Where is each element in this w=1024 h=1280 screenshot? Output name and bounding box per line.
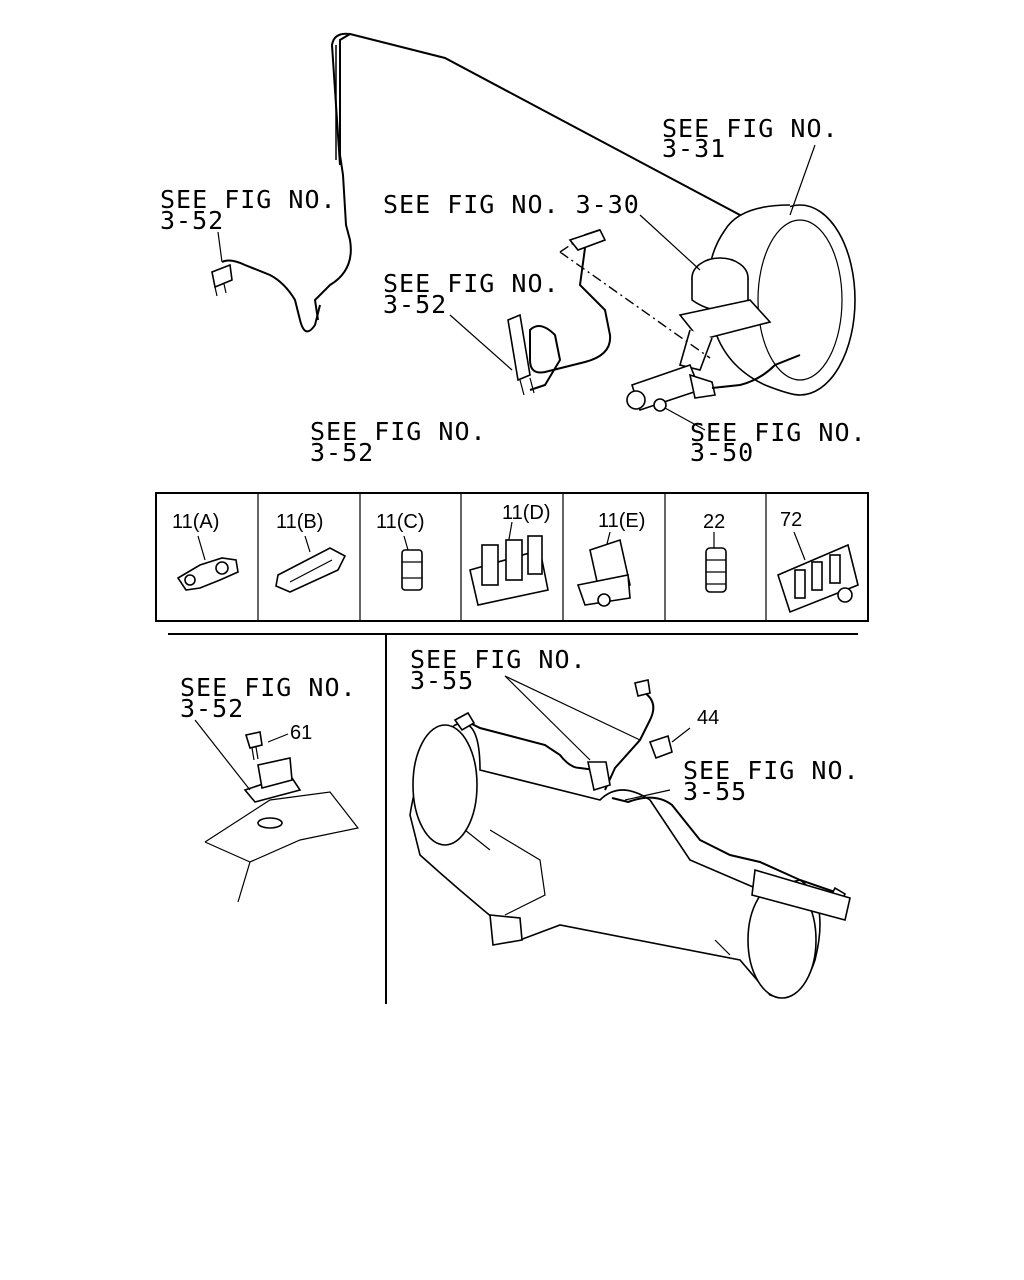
callout-3-55-top-line1: SEE FIG NO.: [410, 645, 587, 674]
callout-3-52-bracket-line2: 3-52: [180, 694, 244, 723]
callout-3-50-line1: SEE FIG NO.: [690, 418, 867, 447]
callout-3-52-left-line2: 3-52: [160, 206, 224, 235]
callout-3-52-low-line2: 3-52: [310, 438, 374, 467]
clip-label-11e: 11(E): [598, 510, 645, 532]
clip-label-11d: 11(D): [502, 502, 551, 524]
upper-assembly: [211, 32, 856, 431]
clip-label-22: 22: [703, 511, 725, 533]
clip-11d-icon: [469, 521, 549, 606]
rear-axle-view: [409, 675, 851, 999]
callout-3-55-top-line2: 3-55: [410, 666, 474, 695]
callout-3-52-mid-line1: SEE FIG NO.: [383, 269, 560, 298]
clip-label-11c: 11(C): [376, 511, 425, 533]
mid-pipe: [529, 229, 612, 391]
callout-3-52-low-line1: SEE FIG NO.: [310, 417, 487, 446]
clip-11e-icon: [576, 531, 631, 607]
clip-22-icon: [705, 532, 727, 593]
bolt-61-icon: [244, 731, 263, 749]
frame-bracket-view: [194, 719, 360, 903]
clip-11a-icon: [176, 535, 239, 591]
left-pipe: [221, 259, 321, 333]
clip-label-72: 72: [780, 509, 802, 531]
callout-3-30: SEE FIG NO. 3-30: [383, 190, 640, 219]
callout-3-31-line1: SEE FIG NO.: [662, 114, 839, 143]
callout-3-55-right-line2: 3-55: [683, 777, 747, 806]
clip-11b-icon: [275, 535, 347, 593]
proportioning-valve: [626, 363, 716, 412]
clip-label-11b: 11(B): [276, 511, 323, 533]
leader-3-50: [664, 407, 706, 431]
axle-brake-pipe-right: [611, 796, 836, 893]
part-61-label: 61: [290, 722, 312, 744]
left-fitting: [211, 263, 233, 289]
callout-3-50-line2: 3-50: [690, 438, 754, 467]
clip-11c-icon: [401, 535, 423, 591]
clip-table: 11(A) 11(B) 11(C) 11(D) 11(E) 22 72: [155, 492, 869, 622]
clip-label-11a: 11(A): [172, 511, 219, 533]
callout-3-52-bracket-line1: SEE FIG NO.: [180, 673, 357, 702]
callout-3-52-left-line1: SEE FIG NO.: [160, 185, 337, 214]
leader-3-30: [639, 214, 701, 271]
leader-3-52-left: [217, 231, 223, 263]
brake-booster: [707, 204, 856, 396]
callout-3-31-line2: 3-31: [662, 134, 726, 163]
fitting-44-icon: [648, 734, 673, 760]
leader-3-52-mid: [449, 314, 513, 371]
axle-brake-pipe-left: [459, 717, 596, 771]
clip-72-icon: [777, 531, 859, 614]
part-44-label: 44: [697, 707, 719, 729]
leader-3-31: [789, 144, 816, 216]
callout-3-52-mid-line2: 3-52: [383, 290, 447, 319]
callout-3-55-right-line1: SEE FIG NO.: [683, 756, 860, 785]
flex-hose: [604, 689, 655, 791]
